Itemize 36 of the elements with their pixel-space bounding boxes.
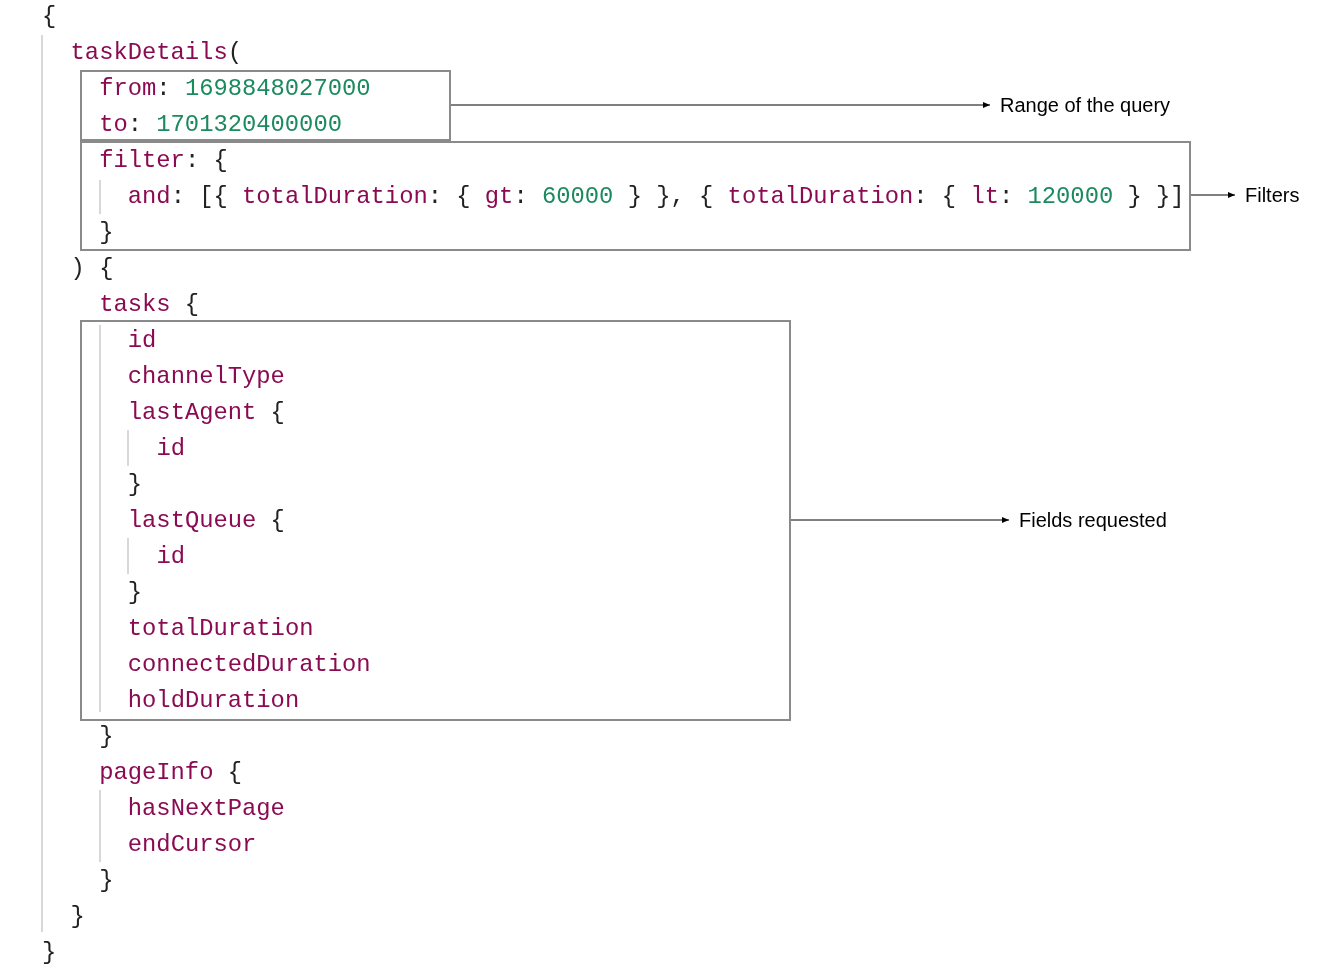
code-line: } bbox=[99, 218, 114, 248]
code-line: channelType bbox=[127, 362, 285, 392]
code-line: tasks { bbox=[99, 290, 200, 320]
code-line: } bbox=[42, 938, 57, 968]
code-line: id bbox=[156, 434, 185, 464]
code-line: taskDetails( bbox=[70, 38, 242, 68]
code-line: } bbox=[70, 902, 85, 932]
code-line: lastAgent { bbox=[127, 398, 285, 428]
highlight-box bbox=[80, 70, 451, 141]
code-line: to: 1701320400000 bbox=[99, 110, 342, 140]
code-line: } bbox=[99, 722, 114, 752]
code-line: endCursor bbox=[127, 830, 257, 860]
code-line: } bbox=[127, 470, 143, 500]
code-line: hasNextPage bbox=[127, 794, 285, 824]
highlight-box bbox=[80, 320, 791, 721]
code-line: from: 1698848027000 bbox=[99, 74, 371, 104]
code-line: filter: { bbox=[99, 146, 228, 176]
code-line: { bbox=[42, 2, 57, 32]
arrow bbox=[790, 517, 1010, 523]
code-line: holdDuration bbox=[127, 686, 300, 716]
annotation-text: Filters bbox=[1245, 183, 1300, 207]
code-line: } bbox=[99, 866, 114, 896]
code-line: ) { bbox=[70, 254, 114, 284]
code-line: } bbox=[127, 578, 143, 608]
arrow bbox=[1190, 192, 1236, 198]
highlight-box bbox=[80, 141, 1191, 251]
annotation-text: Fields requested bbox=[1019, 508, 1167, 532]
arrow bbox=[450, 102, 991, 108]
code-line: id bbox=[156, 542, 185, 572]
code-line: id bbox=[127, 326, 157, 356]
code-line: pageInfo { bbox=[99, 758, 242, 788]
code-line: and: [{ totalDuration: { gt: 60000 } }, { totalDuration: { lt: 120000 } }] bbox=[127, 182, 1185, 212]
code-line: lastQueue { bbox=[127, 506, 285, 536]
annotation-text: Range of the query bbox=[1000, 93, 1171, 117]
code-line: totalDuration bbox=[127, 614, 314, 644]
code-line: connectedDuration bbox=[127, 650, 371, 680]
